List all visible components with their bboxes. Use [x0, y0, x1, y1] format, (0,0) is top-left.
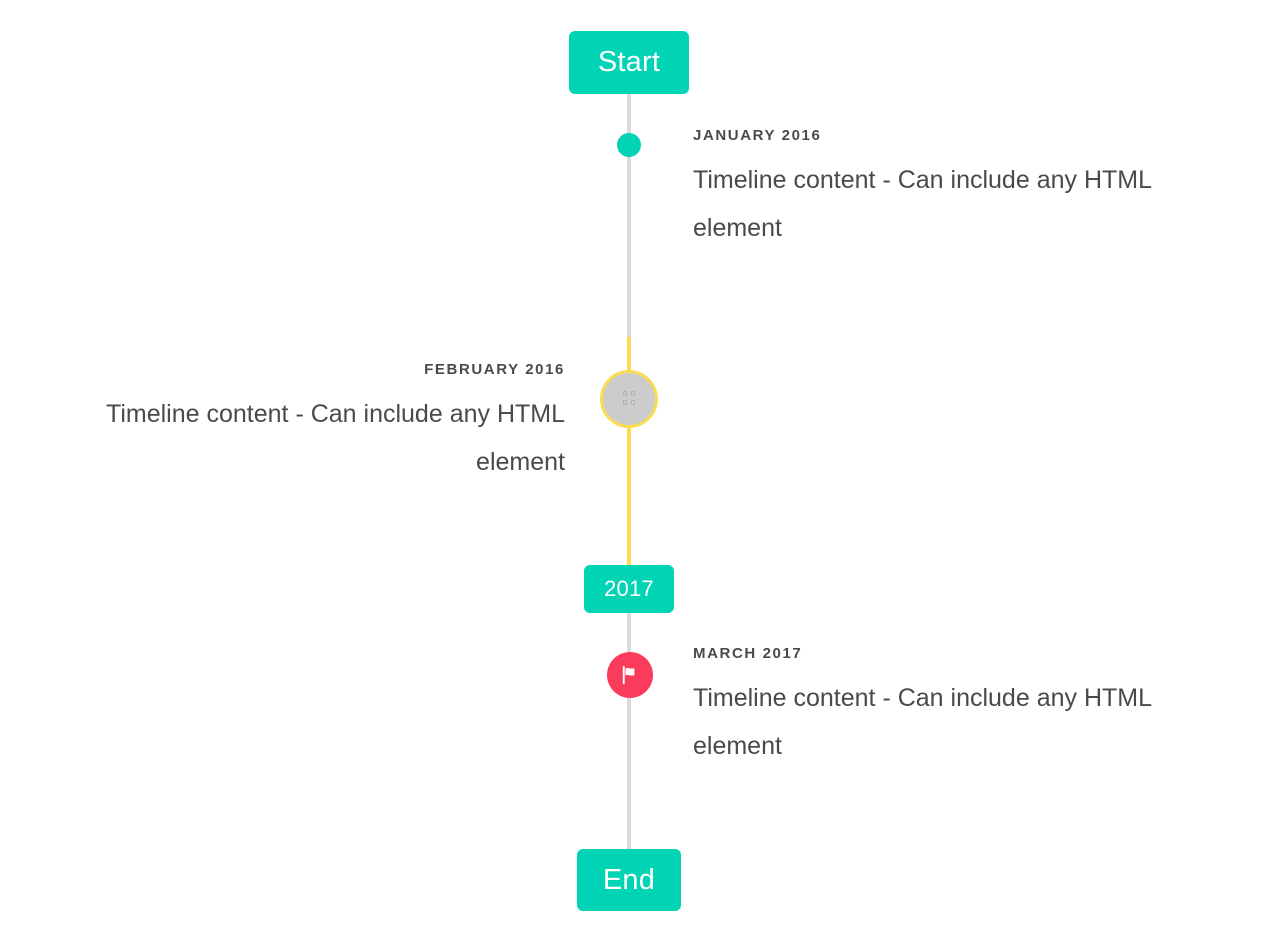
timeline-line-lower	[627, 613, 631, 880]
timeline-item-label: MARCH 2017	[693, 645, 803, 662]
start-badge-label: Start	[597, 46, 661, 78]
end-badge[interactable]: End	[577, 849, 681, 911]
timeline-item-content: FEBRUARY 2016 Timeline content - Can inc…	[25, 360, 565, 486]
start-badge[interactable]: Start	[569, 31, 689, 94]
timeline-item-body: Timeline content - Can include any HTML …	[693, 166, 1152, 242]
missing-glyph-box	[622, 390, 636, 408]
timeline-item-body: Timeline content - Can include any HTML …	[693, 684, 1152, 760]
timeline-line-highlight	[627, 337, 631, 565]
timeline-line-upper	[627, 62, 631, 337]
year-badge-label: 2017	[604, 576, 654, 601]
timeline-item-content: JANUARY 2016 Timeline content - Can incl…	[693, 126, 1233, 252]
timeline-item-label: FEBRUARY 2016	[424, 361, 565, 378]
timeline-item-body: Timeline content - Can include any HTML …	[106, 400, 565, 476]
end-badge-label: End	[602, 863, 656, 896]
flag-icon-glyph	[622, 665, 635, 685]
flag-icon[interactable]	[607, 652, 653, 698]
timeline-item-content: MARCH 2017 Timeline content - Can includ…	[693, 644, 1233, 770]
timeline-item-label: JANUARY 2016	[693, 127, 822, 144]
missing-glyph-icon[interactable]	[600, 370, 658, 428]
year-badge[interactable]: 2017	[584, 565, 674, 613]
dot-icon[interactable]	[617, 133, 641, 157]
